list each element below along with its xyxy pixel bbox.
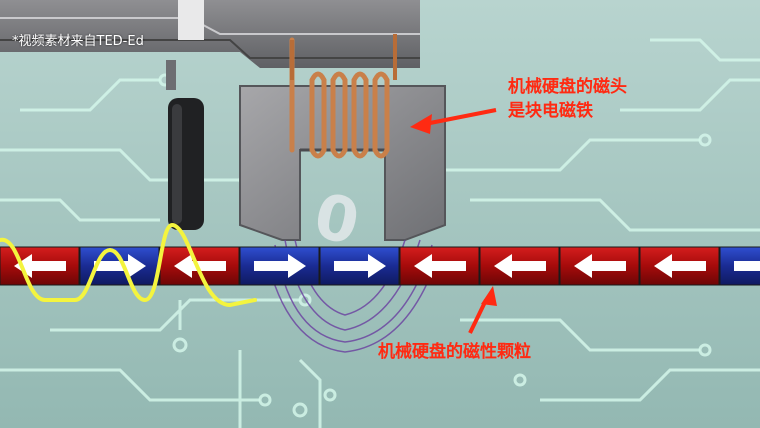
signal-wave bbox=[0, 222, 257, 308]
copper-coil-icon bbox=[289, 37, 390, 159]
magnetic-particle bbox=[239, 246, 320, 286]
magnetic-particle bbox=[159, 246, 240, 286]
callout-arrow-particle bbox=[468, 286, 497, 334]
particle-callout-label: 机械硬盘的磁性颗粒 bbox=[378, 342, 531, 362]
magnetic-particle-strip bbox=[0, 246, 760, 286]
head-callout-label: 机械硬盘的磁头 是块电磁铁 bbox=[508, 75, 627, 123]
arrow-left-icon bbox=[494, 254, 546, 278]
magnetic-particle bbox=[0, 246, 80, 286]
magnetic-particle bbox=[639, 246, 720, 286]
callout-arrow-head bbox=[410, 108, 497, 134]
coil-wire-top bbox=[290, 34, 397, 80]
head-callout-line-2: 是块电磁铁 bbox=[508, 101, 593, 121]
arrow-right-icon bbox=[734, 261, 760, 271]
arrow-left-icon bbox=[14, 254, 66, 278]
magnetic-particle bbox=[559, 246, 640, 286]
magnetic-particle bbox=[479, 246, 560, 286]
head-callout-line-1: 机械硬盘的磁头 bbox=[508, 77, 627, 97]
arrow-right-icon bbox=[334, 254, 386, 278]
arrow-right-icon bbox=[254, 254, 306, 278]
arrow-left-icon bbox=[654, 254, 706, 278]
video-source-watermark: *视频素材来自TED-Ed bbox=[12, 34, 144, 49]
arrow-left-icon bbox=[574, 254, 626, 278]
arrow-left-icon bbox=[174, 254, 226, 278]
magnetic-particle bbox=[319, 246, 400, 286]
head-arm-icon bbox=[0, 0, 420, 230]
arrow-left-icon bbox=[414, 254, 466, 278]
magnetic-particle bbox=[399, 246, 480, 286]
arrow-right-icon bbox=[94, 254, 146, 278]
magnetic-particle bbox=[719, 246, 760, 286]
